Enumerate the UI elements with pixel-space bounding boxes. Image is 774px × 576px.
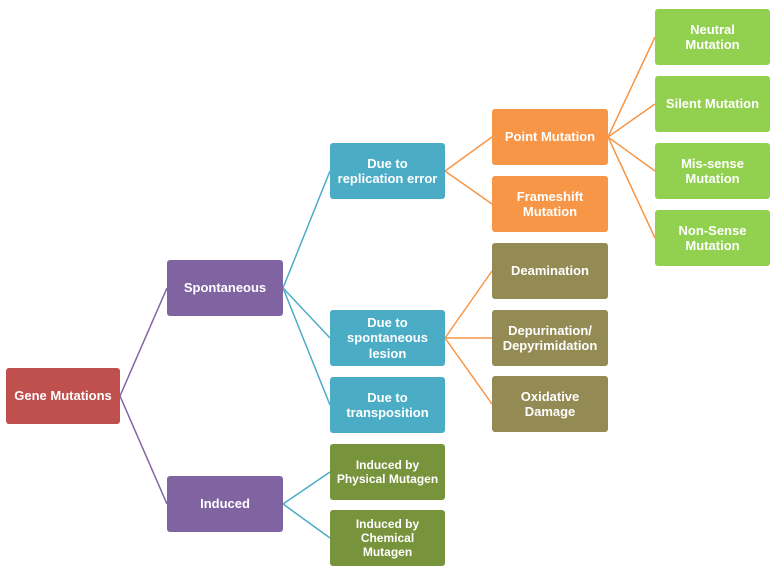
connector-replication-point [444, 136, 493, 172]
connector-root-spontaneous [119, 287, 168, 397]
connector-replication-frameshift [444, 170, 493, 205]
node-mis-sense-mutation: Mis-sense Mutation [655, 143, 770, 199]
connector-root-induced [119, 395, 168, 505]
node-induced-by-physical-mutagen: Induced by Physical Mutagen [330, 444, 445, 500]
connector-point-missense [607, 136, 656, 172]
node-due-to-transposition: Due to transposition [330, 377, 445, 433]
connector-lesion-deamination [444, 270, 493, 339]
connector-point-neutral [607, 36, 656, 138]
node-non-sense-mutation: Non-Sense Mutation [655, 210, 770, 266]
connector-spontaneous-transposition [282, 287, 331, 406]
node-point-mutation: Point Mutation [492, 109, 608, 165]
connector-point-nonsense [607, 136, 656, 239]
node-induced: Induced [167, 476, 283, 532]
node-due-to-spontaneous-lesion: Due to spontaneous lesion [330, 310, 445, 366]
connector-induced-physical [282, 471, 331, 505]
connector-point-silent [607, 103, 656, 138]
node-due-to-replication-error: Due to replication error [330, 143, 445, 199]
connector-spontaneous-replication [282, 170, 331, 289]
node-neutral-mutation: Neutral Mutation [655, 9, 770, 65]
node-gene-mutations: Gene Mutations [6, 368, 120, 424]
node-depurination-depyrimidation: Depurination/ Depyrimidation [492, 310, 608, 366]
connector-spontaneous-lesion [282, 287, 331, 339]
node-deamination: Deamination [492, 243, 608, 299]
node-oxidative-damage: Oxidative Damage [492, 376, 608, 432]
connector-lesion-oxidative [444, 337, 493, 405]
connector-induced-chemical [282, 503, 331, 539]
node-induced-by-chemical-mutagen: Induced by Chemical Mutagen [330, 510, 445, 566]
node-spontaneous: Spontaneous [167, 260, 283, 316]
node-silent-mutation: Silent Mutation [655, 76, 770, 132]
node-frameshift-mutation: Frameshift Mutation [492, 176, 608, 232]
